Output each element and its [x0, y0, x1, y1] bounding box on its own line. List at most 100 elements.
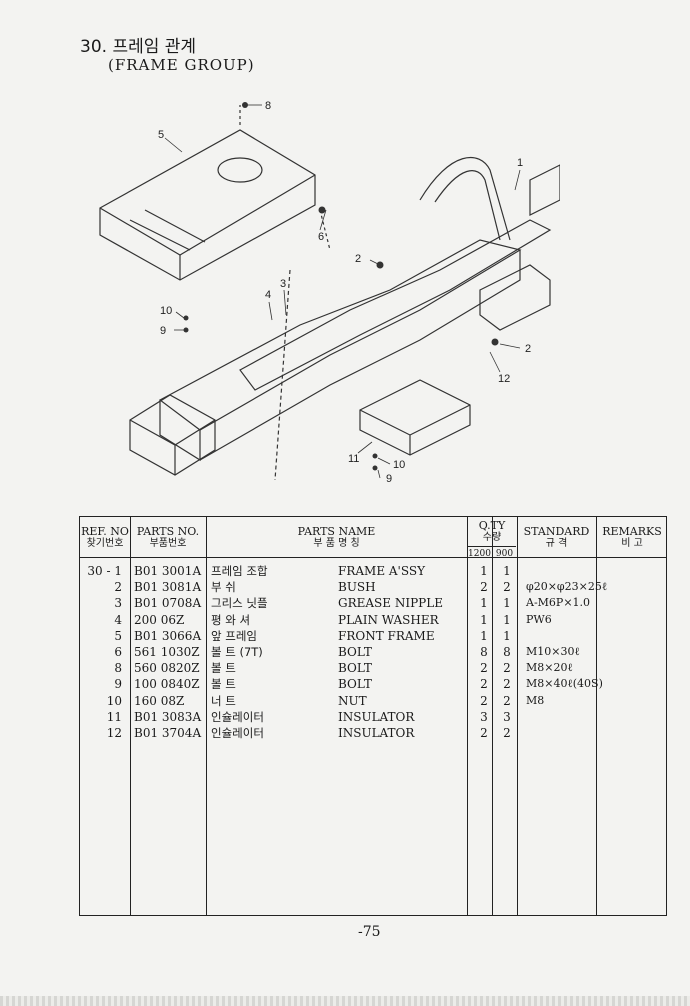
cell-part: 200 06Z [134, 612, 185, 627]
callout-label: 10 [393, 459, 405, 471]
cell-std: PW6 [526, 612, 552, 626]
cell-ref: 9 [114, 677, 122, 692]
cell-en: BOLT [338, 645, 372, 659]
cell-en: FRONT FRAME [338, 628, 435, 643]
callout-label: 10 [160, 305, 172, 317]
section-title-korean: 30. 프레임 관계 [80, 37, 197, 57]
section-title-english: (FRAME GROUP) [108, 56, 255, 74]
cell-q1: 2 [480, 661, 488, 676]
header-qty-900: 900 [495, 549, 514, 559]
cell-q2: 1 [503, 564, 511, 578]
cell-ko: 볼 트 [211, 677, 236, 692]
cell-ref: 12 [106, 726, 122, 740]
table-row: 12 B01 3704A 인슐레이터 INSULATOR 2 2 [80, 725, 666, 741]
front-frame-part [99, 129, 316, 281]
callout-label: 11 [348, 453, 359, 465]
cell-ko: 인슐레이터 [211, 709, 264, 724]
cell-std: M8×40ℓ(40S) [526, 677, 603, 691]
callout-label: 3 [280, 278, 286, 290]
qty-subheader-divider [467, 546, 516, 547]
cell-std: M10×30ℓ [526, 645, 580, 658]
cell-ref: 4 [114, 612, 122, 627]
callout-label: 8 [265, 100, 271, 112]
cell-q1: 2 [480, 693, 488, 708]
callout-label: 6 [318, 231, 324, 243]
cell-q2: 1 [503, 596, 511, 611]
cell-q1: 1 [480, 596, 488, 611]
header-qty: Q.TY 수량 [478, 519, 506, 544]
cell-ko: 앞 프레임 [211, 628, 257, 643]
cell-q2: 2 [503, 580, 511, 595]
cell-q1: 8 [480, 645, 488, 659]
scan-edge-strip [0, 996, 690, 1006]
header-standard: STANDARD 규 격 [523, 525, 590, 550]
cell-std: A-M6P×1.0 [526, 596, 591, 610]
column-divider [130, 517, 131, 915]
cell-part: 100 0840Z [134, 677, 200, 692]
header-divider [80, 557, 666, 558]
callout-label: 12 [498, 373, 510, 385]
cell-part: 560 0820Z [134, 661, 200, 676]
cell-q2: 2 [503, 677, 511, 692]
cell-en: PLAIN WASHER [338, 612, 439, 627]
cell-q1: 1 [480, 628, 488, 643]
cell-ref: 3 [114, 596, 122, 611]
cell-ref: 8 [114, 661, 122, 676]
cell-q1: 1 [480, 612, 488, 627]
column-divider [467, 517, 468, 915]
frame-exploded-diagram: 8 5 6 1 2 3 4 10 9 2 12 11 10 9 [99, 100, 560, 485]
cell-part: B01 3083A [134, 709, 202, 724]
cell-q2: 2 [503, 661, 511, 676]
parts-table: REF. NO 찾기번호 PARTS NO. 부품번호 PARTS NAME 부… [79, 516, 667, 916]
cell-en: INSULATOR [338, 726, 415, 740]
cell-q2: 8 [503, 645, 511, 659]
cell-ref: 5 [114, 628, 122, 643]
cell-ko: 볼 트 (7T) [211, 645, 263, 659]
cell-q1: 2 [480, 726, 488, 740]
cell-std: φ20×φ23×25ℓ [526, 580, 608, 594]
page-number: -75 [358, 924, 381, 940]
cell-part: 160 08Z [134, 693, 185, 708]
cell-std: M8 [526, 693, 545, 707]
header-remarks: REMARKS 비 고 [602, 525, 662, 550]
cell-q1: 1 [480, 564, 488, 578]
header-parts-name: PARTS NAME 부 품 명 칭 [297, 525, 376, 550]
cell-ref: 30 - 1 [87, 564, 122, 578]
cell-en: BOLT [338, 677, 372, 692]
cell-ko: 볼 트 [211, 661, 236, 676]
cell-part: B01 3001A [134, 564, 202, 578]
cell-part: B01 3081A [134, 580, 202, 595]
cell-en: INSULATOR [338, 709, 415, 724]
callout-label: 2 [525, 343, 531, 355]
cell-std: M8×20ℓ [526, 661, 573, 675]
cell-ko: 그리스 닛플 [211, 596, 268, 611]
cell-ref: 10 [106, 693, 122, 708]
header-qty-1200: 1200 [468, 549, 491, 559]
callout-label: 9 [160, 325, 166, 337]
callout-label: 1 [517, 157, 523, 169]
cell-ko: 인슐레이터 [211, 726, 264, 740]
header-parts-no: PARTS NO. 부품번호 [136, 525, 200, 550]
column-divider [596, 517, 597, 915]
cell-q1: 2 [480, 677, 488, 692]
cell-part: B01 3704A [134, 726, 202, 740]
cell-q2: 1 [503, 628, 511, 643]
header-ref-no: REF. NO 찾기번호 [81, 525, 129, 550]
cell-q1: 2 [480, 580, 488, 595]
cell-en: BUSH [338, 580, 376, 595]
cell-q2: 3 [503, 709, 511, 724]
column-divider [492, 517, 493, 915]
cell-q2: 2 [503, 726, 511, 740]
cell-en: BOLT [338, 661, 372, 676]
cell-part: B01 0708A [134, 596, 202, 611]
cell-part: 561 1030Z [134, 645, 200, 659]
